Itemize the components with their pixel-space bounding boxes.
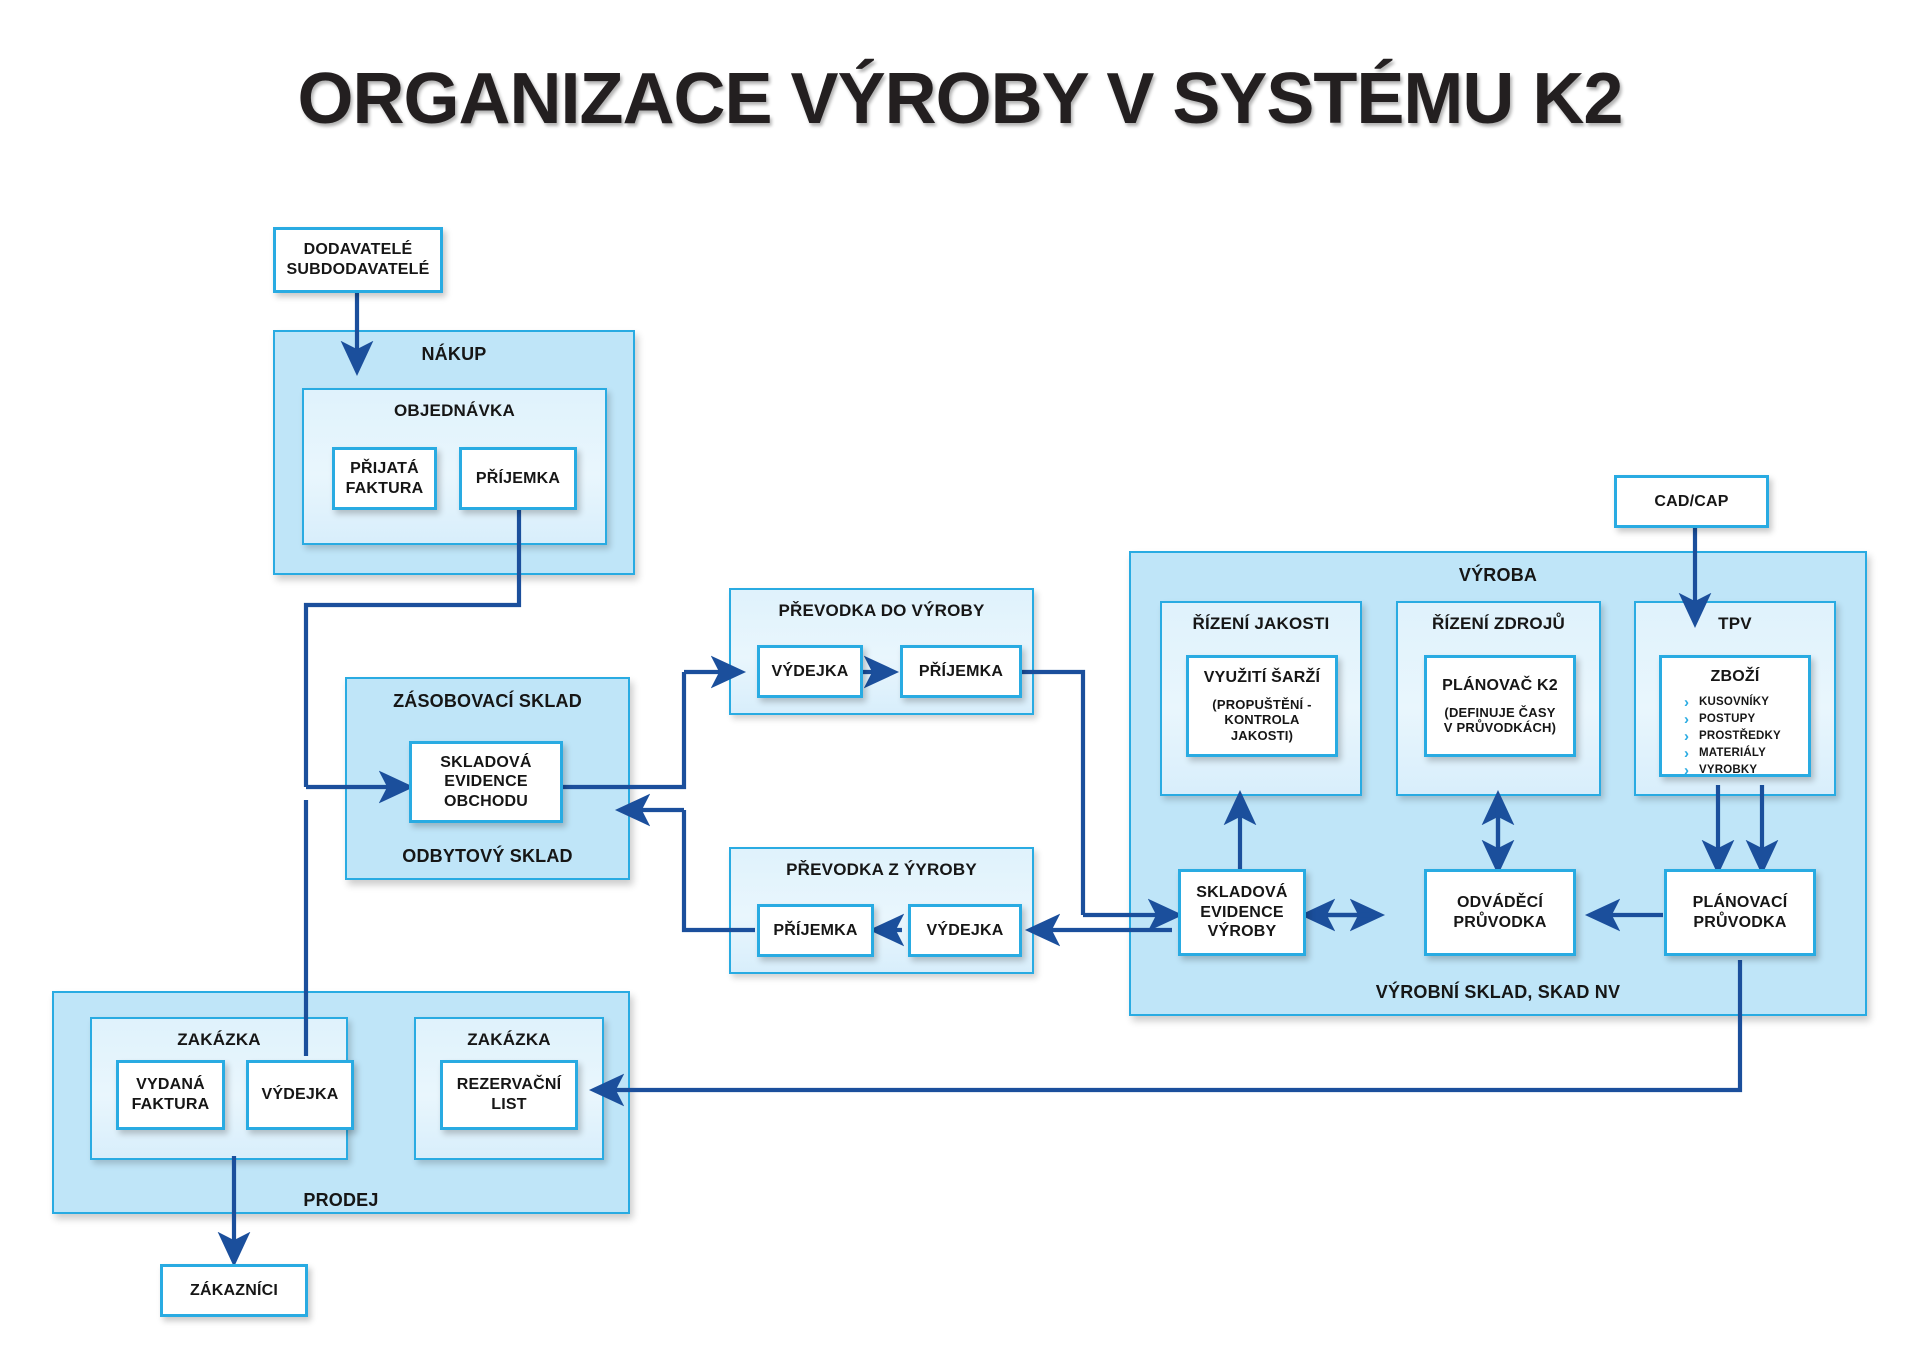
node-rezervacni-list-line1: REZERVAČNÍ <box>456 1076 562 1094</box>
node-prijata-faktura-line2: FAKTURA <box>345 479 424 497</box>
node-skladova-evidence-vyroby[interactable]: SKLADOVÁ EVIDENCE VÝROBY <box>1178 869 1306 956</box>
node-vyuziti-sarzi-note1: (PROPUŠTĚNÍ - <box>1212 696 1312 712</box>
list-item: VYROBKY <box>1684 760 1808 782</box>
node-planovac-k2[interactable]: PLÁNOVAČ K2 (DEFINUJE ČASY V PRŮVODKÁCH) <box>1424 655 1576 757</box>
node-prijata-faktura-line1: PŘIJATÁ <box>350 459 419 477</box>
node-seo-line2: EVIDENCE <box>444 773 528 791</box>
group-odbytovy-sklad-label: ODBYTOVÝ SKLAD <box>402 846 573 867</box>
node-planovac-k2-note2: V PRŮVODKÁCH) <box>1443 720 1557 736</box>
group-vyroba-label: VÝROBA <box>1458 565 1538 585</box>
node-pzv-prijemka[interactable]: PŘÍJEMKA <box>757 904 874 957</box>
node-zbozi-list: KUSOVNÍKY POSTUPY PROSTŘEDKY MATERIÁLY V… <box>1662 692 1808 782</box>
node-op-line2: PRŮVODKA <box>1453 913 1547 931</box>
node-seo-line1: SKLADOVÁ <box>440 753 532 771</box>
group-nakup-label: NÁKUP <box>421 344 487 364</box>
list-item: KUSOVNÍKY <box>1684 692 1808 714</box>
node-rezervacni-list[interactable]: REZERVAČNÍ LIST <box>440 1060 578 1130</box>
group-prevodka-z-vyroby-label: PŘEVODKA Z ÝYROBY <box>786 860 977 879</box>
list-item: POSTUPY <box>1684 709 1808 731</box>
node-prijata-faktura[interactable]: PŘIJATÁ FAKTURA <box>332 447 437 510</box>
group-rizeni-jakosti-label: ŘÍZENÍ JAKOSTI <box>1192 614 1330 633</box>
node-zbozi-title: ZBOŽÍ <box>1710 668 1760 685</box>
node-pdv-vydejka-label: VÝDEJKA <box>771 662 849 680</box>
node-seo-line3: OBCHODU <box>443 792 529 810</box>
node-planovac-k2-note1: (DEFINUJE ČASY <box>1444 704 1556 720</box>
node-prodej-vydejka[interactable]: VÝDEJKA <box>246 1060 354 1130</box>
node-pdv-prijemka-label: PŘÍJEMKA <box>918 662 1004 680</box>
node-zakaznici-label: ZÁKAZNÍCI <box>189 1281 278 1299</box>
node-skladova-evidence-obchodu[interactable]: SKLADOVÁ EVIDENCE OBCHODU <box>409 741 563 823</box>
node-vyuziti-sarzi-title: VYUŽITÍ ŠARŽÍ <box>1203 669 1321 687</box>
node-suppliers-line1: DODAVATELÉ <box>303 241 413 259</box>
group-tpv-label: TPV <box>1718 614 1752 633</box>
group-objednavka-label: OBJEDNÁVKA <box>393 401 516 420</box>
node-odvadeci-pruvodka[interactable]: ODVÁDĚCÍ PRŮVODKA <box>1424 869 1576 956</box>
group-prodej-label: PRODEJ <box>303 1190 379 1211</box>
node-pzv-prijemka-label: PŘÍJEMKA <box>773 921 858 939</box>
node-cad-cap-label: CAD/CAP <box>1654 492 1729 510</box>
list-item: PROSTŘEDKY <box>1684 726 1808 748</box>
node-planovac-k2-title: PLÁNOVAČ K2 <box>1442 677 1558 695</box>
group-vyrobni-sklad-label: VÝROBNÍ SKLAD, SKAD NV <box>1375 982 1621 1003</box>
group-rizeni-zdroju-label: ŘÍZENÍ ZDROJŮ <box>1432 614 1565 633</box>
node-vyuziti-sarzi[interactable]: VYUŽITÍ ŠARŽÍ (PROPUŠTĚNÍ - KONTROLA JAK… <box>1186 655 1338 757</box>
node-prodej-vydejka-label: VÝDEJKA <box>261 1086 339 1104</box>
node-pp-line2: PRŮVODKA <box>1693 913 1787 931</box>
node-cad-cap[interactable]: CAD/CAP <box>1614 475 1769 528</box>
node-pzv-vydejka-label: VÝDEJKA <box>926 921 1004 939</box>
node-suppliers[interactable]: DODAVATELÉ SUBDODAVATELÉ <box>273 227 443 293</box>
node-op-line1: ODVÁDĚCÍ <box>1456 893 1544 911</box>
node-pdv-prijemka[interactable]: PŘÍJEMKA <box>900 645 1022 698</box>
node-pp-line1: PLÁNOVACÍ <box>1692 893 1788 911</box>
group-prevodka-do-vyroby-label: PŘEVODKA DO VÝROBY <box>778 601 985 620</box>
node-pdv-vydejka[interactable]: VÝDEJKA <box>757 645 863 698</box>
node-vydana-faktura-line2: FAKTURA <box>131 1096 210 1113</box>
group-zakazka-left-label: ZAKÁZKA <box>177 1030 261 1049</box>
list-item: MATERIÁLY <box>1684 743 1808 765</box>
node-pzv-vydejka[interactable]: VÝDEJKA <box>908 904 1022 957</box>
node-prijemka-nakup-label: PŘÍJEMKA <box>475 469 561 487</box>
node-sev-line3: VÝROBY <box>1207 923 1277 941</box>
node-vydana-faktura-line1: VYDANÁ <box>136 1076 205 1094</box>
node-vydana-faktura[interactable]: VYDANÁ FAKTURA <box>116 1060 225 1130</box>
page-title: ORGANIZACE VÝROBY V SYSTÉMU K2 <box>297 59 1624 139</box>
node-suppliers-line2: SUBDODAVATELÉ <box>286 261 430 278</box>
node-rezervacni-list-line2: LIST <box>491 1096 527 1113</box>
node-sev-line2: EVIDENCE <box>1200 903 1284 921</box>
group-odbytovy-sklad[interactable]: ODBYTOVÝ SKLAD <box>345 677 630 880</box>
node-zakaznici[interactable]: ZÁKAZNÍCI <box>160 1264 308 1317</box>
group-zakazka-right-label: ZAKÁZKA <box>467 1030 551 1049</box>
node-planovaci-pruvodka[interactable]: PLÁNOVACÍ PRŮVODKA <box>1664 869 1816 956</box>
node-prijemka-nakup[interactable]: PŘÍJEMKA <box>459 447 577 510</box>
node-zbozi[interactable]: ZBOŽÍ KUSOVNÍKY POSTUPY PROSTŘEDKY MATER… <box>1659 655 1811 782</box>
node-sev-line1: SKLADOVÁ <box>1196 884 1288 902</box>
node-vyuziti-sarzi-note2: KONTROLA JAKOSTI) <box>1224 712 1300 744</box>
